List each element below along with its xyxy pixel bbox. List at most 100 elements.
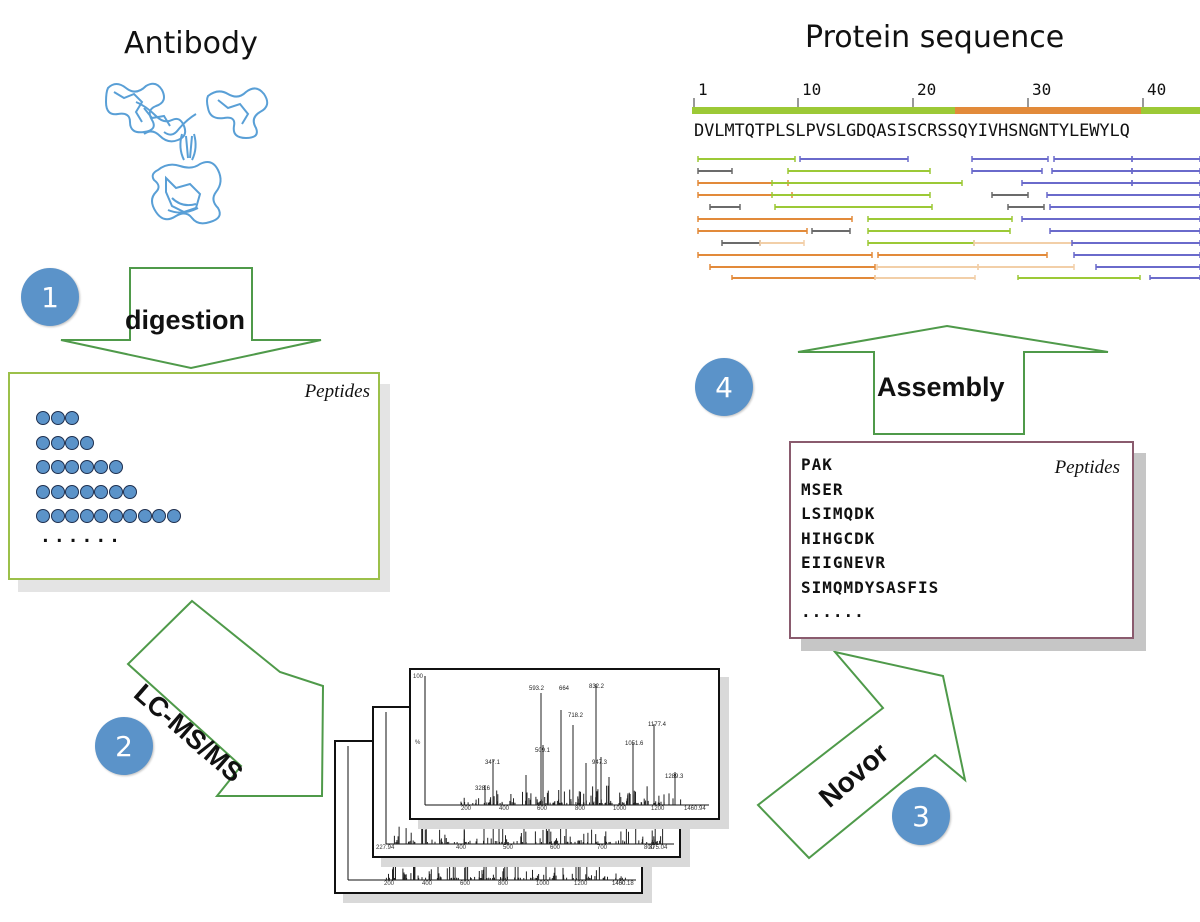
axis-tick-label: 600 <box>460 881 471 887</box>
axis-tick-label: 400 <box>499 806 510 812</box>
axis-tick-label: 800 <box>498 881 509 887</box>
peptide-coverage-segment <box>771 192 931 198</box>
novor-arrow <box>756 650 967 860</box>
peptide-coverage-segment <box>1071 240 1200 246</box>
axis-tick-label: 800 <box>644 845 655 851</box>
peptide-coverage-segment <box>867 216 1013 222</box>
peptide-coverage-segment <box>709 264 876 270</box>
peptide-coverage-segment <box>973 240 1073 246</box>
axis-tick-label: 1200 <box>574 881 588 887</box>
axis-tick-label: 500 <box>503 845 514 851</box>
amino-acid-dot <box>108 484 123 499</box>
peptide-coverage-segment <box>876 264 979 270</box>
ruler-tick-label: 20 <box>917 80 937 99</box>
amino-acid-dot <box>36 460 50 474</box>
axis-tick-label: 200 <box>384 881 395 887</box>
amino-acid-dot <box>79 460 94 474</box>
peptide-coverage-segment <box>731 275 876 280</box>
peptide-coverage-segment <box>697 216 853 222</box>
peptide-coverage-segment <box>1073 252 1200 258</box>
amino-acid-dot <box>50 435 65 450</box>
peptide-coverage-segment <box>774 204 933 210</box>
axis-tick-label: 1000 <box>613 806 627 812</box>
peptide-coverage-segment <box>1021 216 1200 222</box>
peptides-label: Peptides <box>304 381 370 402</box>
amino-acid-dot <box>50 509 65 523</box>
sequenced-peptides-box: Peptides PAK MSER LSIMQDK HIHGCDK EIIGNE… <box>789 441 1134 639</box>
digestion-arrow <box>60 267 322 370</box>
axis-end-label: 1460.18 <box>612 881 634 887</box>
axis-tick-label: 700 <box>597 845 608 851</box>
ruler-tick-label: 1 <box>698 80 708 99</box>
front-ymax: 100 <box>413 674 424 680</box>
amino-acid-dot <box>166 509 181 523</box>
amino-acid-dot <box>79 509 94 523</box>
ruler-tick-label: 40 <box>1147 80 1167 99</box>
peak-label: 347.1 <box>485 760 501 766</box>
amino-acid-dot <box>94 484 108 499</box>
peak-label: 832.2 <box>589 684 605 690</box>
amino-acid-dot <box>36 411 50 425</box>
peptide-coverage-segment <box>867 240 975 246</box>
amino-acid-dot <box>152 509 166 523</box>
amino-acid-dot <box>65 509 79 523</box>
axis-tick-label: 200 <box>461 806 472 812</box>
peptide-ellipsis: ...... <box>801 602 865 621</box>
axis-end-label: 875.04 <box>649 845 668 851</box>
axis-tick-label: 800 <box>575 806 586 812</box>
peptide-coverage-segment <box>759 240 805 246</box>
sequence-bar <box>692 98 1200 114</box>
amino-acid-dot <box>36 484 50 499</box>
axis-tick-label: 400 <box>422 881 433 887</box>
lcms-arrow <box>126 599 325 797</box>
amino-acid-dot <box>36 509 50 523</box>
spectrum-front-plot <box>424 676 709 806</box>
ruler-tick-label: 10 <box>802 80 822 99</box>
assembly-arrow <box>797 324 1109 435</box>
peptide-coverage-segment <box>971 156 1049 162</box>
axis-tick-label: 1400 <box>612 881 626 887</box>
peptide-chain <box>36 435 181 452</box>
peptide-coverage-segment <box>697 228 808 234</box>
peak-label: 1289.3 <box>665 774 684 780</box>
peptide-coverage-segment <box>697 252 873 258</box>
axis-tick-label: 600 <box>550 845 561 851</box>
peptide-item: SIMQMDYSASFIS <box>801 577 940 597</box>
amino-acid-dot <box>79 435 94 450</box>
peptide-coverage-segment <box>799 156 909 162</box>
peak-label: 947.3 <box>592 760 608 766</box>
peptide-coverage-segment <box>867 228 1011 234</box>
peptide-item: PAK <box>801 455 833 474</box>
front-ylabel: % <box>415 740 421 746</box>
amino-acid-dot <box>65 484 79 499</box>
peak-label: 664 <box>559 686 570 692</box>
amino-acid-dot <box>137 509 152 523</box>
amino-acid-dot <box>65 435 79 450</box>
peptide-chains <box>36 411 181 534</box>
peptide-coverage-segment <box>1053 156 1133 162</box>
peptide-coverage-segment <box>1149 275 1200 280</box>
axis-end-label: 1460.94 <box>684 806 706 812</box>
peptide-coverage-segment <box>971 168 1043 174</box>
peptide-item: MSER <box>801 479 844 499</box>
protein-sequence-title: Protein sequence <box>805 20 1065 55</box>
peptide-coverage-segment <box>787 168 931 174</box>
axis-tick-label: 600 <box>537 806 548 812</box>
amino-acid-dot <box>108 509 123 523</box>
assembly-label: Assembly <box>877 372 1005 402</box>
spectrum-middle-plot <box>385 712 674 845</box>
antibody-title: Antibody <box>124 26 258 61</box>
peptides-ellipsis: ...... <box>40 526 124 547</box>
amino-acid-dot <box>79 484 94 499</box>
step-3-badge: 3 <box>892 787 950 845</box>
peptide-chain <box>36 460 181 476</box>
peptide-coverage-segment <box>877 252 1048 258</box>
peptide-coverage-segment <box>874 275 976 280</box>
peak-label: 593.2 <box>529 686 545 692</box>
step-4-badge: 4 <box>695 358 753 416</box>
peptide-coverage-segment <box>721 240 761 246</box>
antibody-illustration <box>104 82 269 225</box>
peptide-coverage-segment <box>1131 156 1200 162</box>
